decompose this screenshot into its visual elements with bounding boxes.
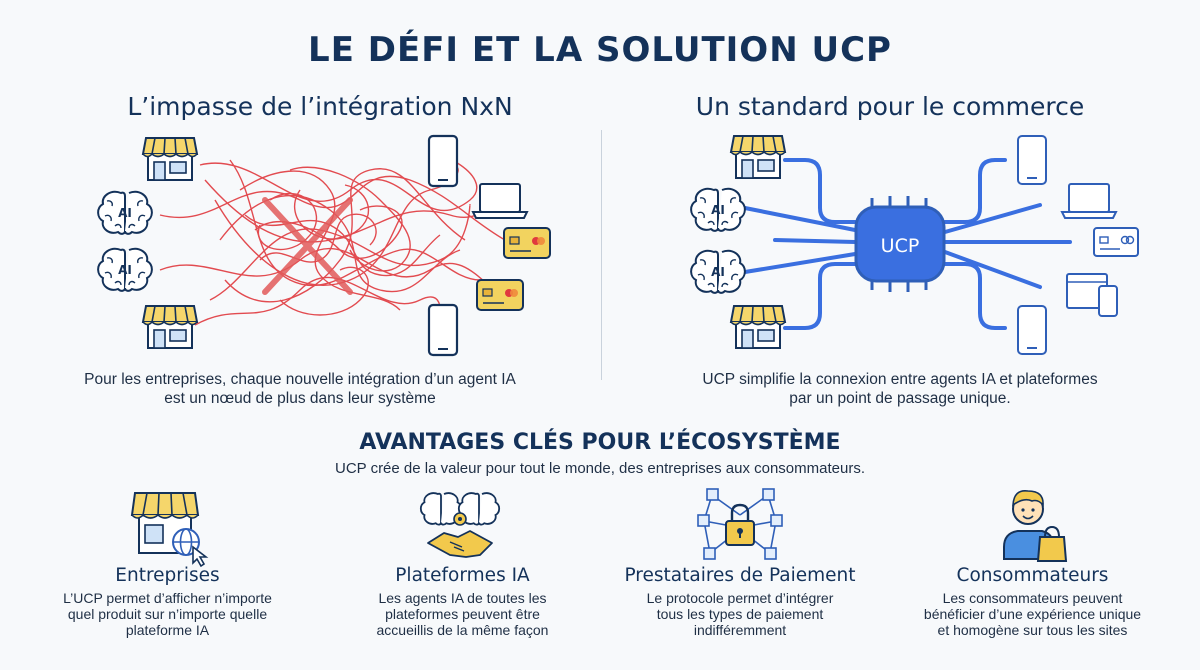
- network-lock-icon: [697, 488, 783, 560]
- card-line: indifféremment: [693, 622, 787, 638]
- caption-line: Pour les entreprises, chaque nouvelle in…: [84, 371, 516, 388]
- store-icon: [142, 137, 198, 181]
- smartphone-icon: [1017, 135, 1047, 185]
- laptop-icon: [1061, 183, 1117, 219]
- smartphone-icon: [1017, 305, 1047, 355]
- card-description: Les consommateurs peuvent bénéficier d’u…: [900, 590, 1165, 638]
- card-line: accueillis de la même façon: [376, 622, 549, 638]
- brains-handshake-icon: [419, 492, 501, 558]
- benefit-card-plateformes-ia: Plateformes IA Les agents IA de toutes l…: [330, 565, 595, 638]
- right-panel-title: Un standard pour le commerce: [695, 92, 1085, 121]
- card-line: Le protocole permet d’intégrer: [646, 590, 834, 606]
- card-line: Les agents IA de toutes les: [378, 590, 547, 606]
- card-line: quel produit sur n’importe quelle: [67, 606, 268, 622]
- left-panel-caption: Pour les entreprises, chaque nouvelle in…: [40, 370, 560, 408]
- credit-card-icon: [476, 279, 524, 311]
- browser-and-phone-icon: [1066, 273, 1118, 317]
- credit-card-icon: [1093, 227, 1139, 257]
- ai-label: AI: [118, 206, 132, 220]
- smartphone-icon: [427, 134, 459, 188]
- card-line: plateforme IA: [125, 622, 210, 638]
- store-icon: [730, 305, 786, 349]
- shopper-bag-icon: [1003, 489, 1068, 562]
- card-line: L’UCP permet d’afficher n’importe: [63, 590, 272, 606]
- caption-line: UCP simplifie la connexion entre agents …: [702, 371, 1098, 388]
- card-title: Plateformes IA: [395, 565, 530, 586]
- card-title: Prestataires de Paiement: [624, 565, 856, 586]
- ucp-hub-diagram: UCP AI AI: [690, 135, 1139, 355]
- panel-divider: [601, 130, 602, 380]
- ai-label: AI: [118, 263, 132, 277]
- card-line: Les consommateurs peuvent: [942, 590, 1123, 606]
- credit-card-icon: [503, 227, 551, 259]
- card-title: Consommateurs: [956, 565, 1109, 586]
- card-description: Le protocole permet d’intégrer tous les …: [605, 590, 875, 638]
- benefit-card-consommateurs: Consommateurs Les consommateurs peuvent …: [900, 565, 1165, 638]
- smartphone-icon: [427, 303, 459, 357]
- ai-label: AI: [711, 203, 725, 217]
- right-panel-caption: UCP simplifie la connexion entre agents …: [640, 370, 1160, 408]
- store-icon: [142, 305, 198, 349]
- card-line: plateformes peuvent être: [385, 606, 540, 622]
- laptop-icon: [472, 183, 528, 219]
- storefront-globe-icon: [130, 492, 209, 568]
- benefit-icons: [130, 488, 1068, 568]
- caption-line: par un point de passage unique.: [789, 390, 1011, 407]
- card-title: Entreprises: [115, 565, 220, 586]
- ucp-hub-label: UCP: [881, 235, 920, 257]
- cross-mark-icon: [262, 197, 353, 295]
- benefits-title: AVANTAGES CLÉS POUR L’ÉCOSYSTÈME: [359, 430, 841, 455]
- hub-connectors: [743, 158, 1072, 330]
- card-description: Les agents IA de toutes les plateformes …: [330, 590, 595, 638]
- benefit-card-prestataires-de-paiement: Prestataires de Paiement Le protocole pe…: [605, 565, 875, 638]
- page-title: LE DÉFI ET LA SOLUTION UCP: [308, 30, 892, 70]
- ucp-hub: [854, 196, 946, 292]
- benefit-card-entreprises: Entreprises L’UCP permet d’afficher n’im…: [40, 565, 295, 638]
- card-line: et homogène sur tous les sites: [937, 622, 1128, 638]
- store-icon: [730, 135, 786, 179]
- caption-line: est un nœud de plus dans leur système: [164, 390, 436, 407]
- card-line: bénéficier d’une expérience unique: [923, 606, 1142, 622]
- ai-label: AI: [711, 265, 725, 279]
- card-description: L’UCP permet d’afficher n’importe quel p…: [40, 590, 295, 638]
- nxn-tangle-diagram: AI AI: [97, 134, 551, 357]
- card-line: tous les types de paiement: [656, 606, 824, 622]
- left-panel-title: L’impasse de l’intégration NxN: [127, 92, 513, 121]
- benefits-subtitle: UCP crée de la valeur pour tout le monde…: [335, 460, 865, 477]
